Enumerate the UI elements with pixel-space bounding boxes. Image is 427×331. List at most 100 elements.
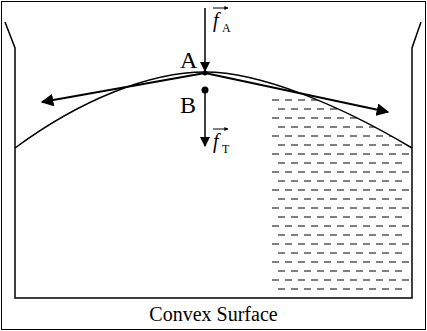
hatch-dash: [376, 118, 383, 119]
hatch-dash: [350, 136, 357, 137]
caption: Convex Surface: [149, 304, 277, 324]
hatch-dash: [337, 208, 344, 209]
hatch-dash: [285, 208, 292, 209]
hatch-dash: [343, 181, 350, 182]
hatch-dash: [363, 136, 370, 137]
hatch-dash: [317, 127, 324, 128]
hatch-dash: [272, 154, 279, 155]
hatch-dash: [304, 163, 311, 164]
hatch-dash: [337, 190, 344, 191]
hatch-dash: [343, 199, 350, 200]
hatch-dash: [304, 127, 311, 128]
hatch-dash: [337, 280, 344, 281]
hatch-dash: [343, 253, 350, 254]
hatch-dash: [382, 127, 389, 128]
hatch-dash: [278, 235, 285, 236]
vector-sign: [213, 8, 228, 9]
hatch-dash: [376, 226, 383, 227]
hatch-dash: [304, 199, 311, 200]
hatch-dash: [278, 217, 285, 218]
hatch-dash: [272, 100, 279, 101]
hatch-dash: [389, 118, 396, 119]
hatch-dash: [363, 118, 370, 119]
hatch-dash: [285, 172, 292, 173]
liquid-hatching: [272, 100, 409, 289]
hatch-dash: [369, 217, 376, 218]
hatch-dash: [395, 181, 402, 182]
hatch-dash: [369, 253, 376, 254]
hatch-dash: [278, 163, 285, 164]
hatch-dash: [343, 127, 350, 128]
hatch-dash: [285, 136, 292, 137]
hatch-dash: [356, 145, 363, 146]
hatch-dash: [330, 145, 337, 146]
hatch-dash: [389, 262, 396, 263]
hatch-dash: [317, 145, 324, 146]
hatch-dash: [317, 253, 324, 254]
hatch-dash: [337, 154, 344, 155]
hatch-dash: [350, 172, 357, 173]
hatch-dash: [382, 235, 389, 236]
force-subscript: T: [222, 143, 229, 155]
hatch-dash: [272, 172, 279, 173]
hatch-dash: [330, 253, 337, 254]
hatch-dash: [363, 100, 370, 101]
hatch-dash: [369, 271, 376, 272]
hatch-dash: [343, 145, 350, 146]
hatch-dash: [382, 253, 389, 254]
hatch-dash: [291, 163, 298, 164]
hatch-dash: [304, 181, 311, 182]
hatch-dash: [272, 190, 279, 191]
hatch-dash: [330, 109, 337, 110]
hatch-dash: [298, 118, 305, 119]
point-label: A: [180, 48, 197, 72]
point-a: [203, 71, 208, 76]
hatch-dash: [356, 127, 363, 128]
hatch-dash: [278, 181, 285, 182]
hatch-dash: [272, 244, 279, 245]
hatch-dash: [389, 154, 396, 155]
hatch-dash: [291, 127, 298, 128]
hatch-dash: [304, 145, 311, 146]
hatch-dash: [324, 154, 331, 155]
hatch-dash: [382, 163, 389, 164]
hatch-dash: [291, 271, 298, 272]
hatch-dash: [291, 289, 298, 290]
hatch-dash: [304, 289, 311, 290]
hatch-dash: [298, 208, 305, 209]
hatch-dash: [376, 100, 383, 101]
hatch-dash: [272, 280, 279, 281]
hatch-dash: [402, 118, 409, 119]
hatch-dash: [311, 172, 318, 173]
hatch-dash: [343, 235, 350, 236]
hatch-dash: [402, 172, 409, 173]
hatch-dash: [350, 280, 357, 281]
hatch-dash: [363, 190, 370, 191]
hatch-dash: [311, 154, 318, 155]
hatch-dash: [350, 190, 357, 191]
hatch-dash: [389, 244, 396, 245]
hatch-dash: [376, 280, 383, 281]
hatch-dash: [317, 199, 324, 200]
hatch-dash: [317, 109, 324, 110]
hatch-dash: [389, 172, 396, 173]
hatch-dash: [350, 154, 357, 155]
hatch-dash: [278, 145, 285, 146]
hatch-dash: [272, 226, 279, 227]
hatch-dash: [350, 100, 357, 101]
hatch-dash: [337, 118, 344, 119]
hatch-dash: [324, 280, 331, 281]
hatch-dash: [330, 271, 337, 272]
hatch-dash: [298, 244, 305, 245]
hatch-dash: [356, 109, 363, 110]
hatch-dash: [324, 244, 331, 245]
hatch-dash: [285, 244, 292, 245]
hatch-dash: [395, 163, 402, 164]
hatch-dash: [356, 235, 363, 236]
hatch-dash: [324, 262, 331, 263]
hatch-dash: [337, 226, 344, 227]
hatch-dash: [369, 199, 376, 200]
hatch-dash: [285, 226, 292, 227]
